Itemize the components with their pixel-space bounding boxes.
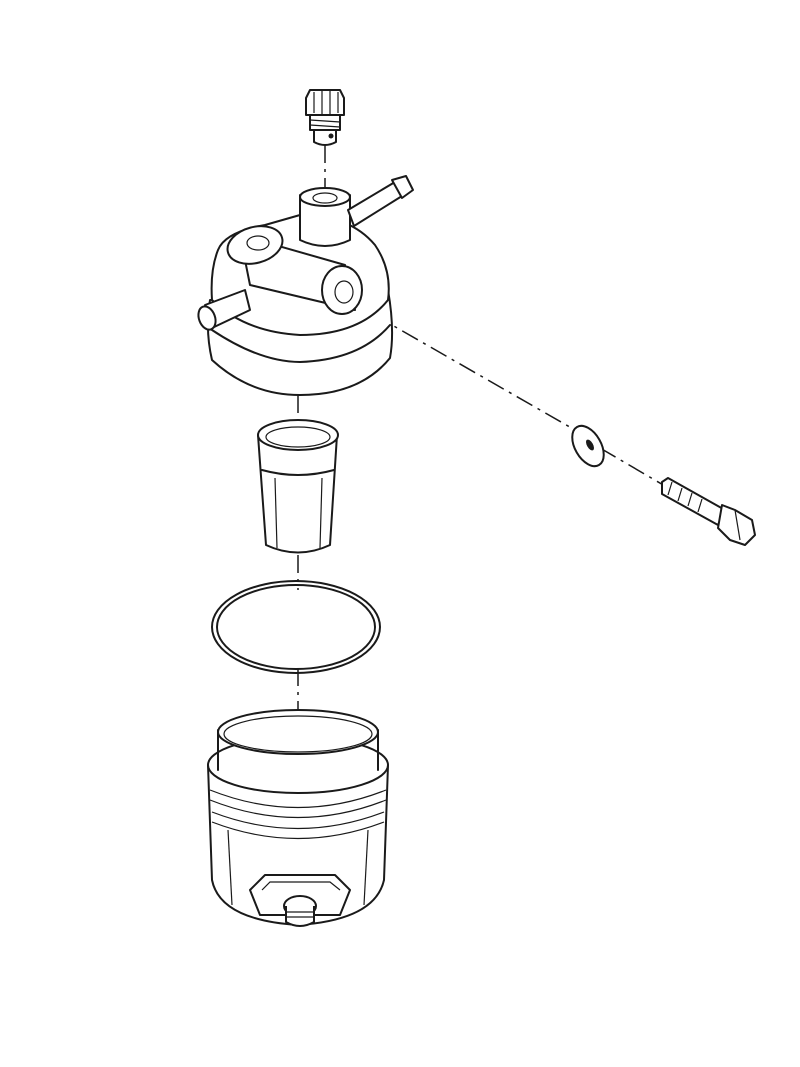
filter-head (197, 175, 414, 396)
relief-valve (305, 89, 345, 146)
o-ring (211, 580, 381, 674)
drain-plug (249, 874, 351, 927)
filter-element (257, 419, 339, 554)
bolt (661, 477, 756, 546)
washer (571, 424, 605, 468)
